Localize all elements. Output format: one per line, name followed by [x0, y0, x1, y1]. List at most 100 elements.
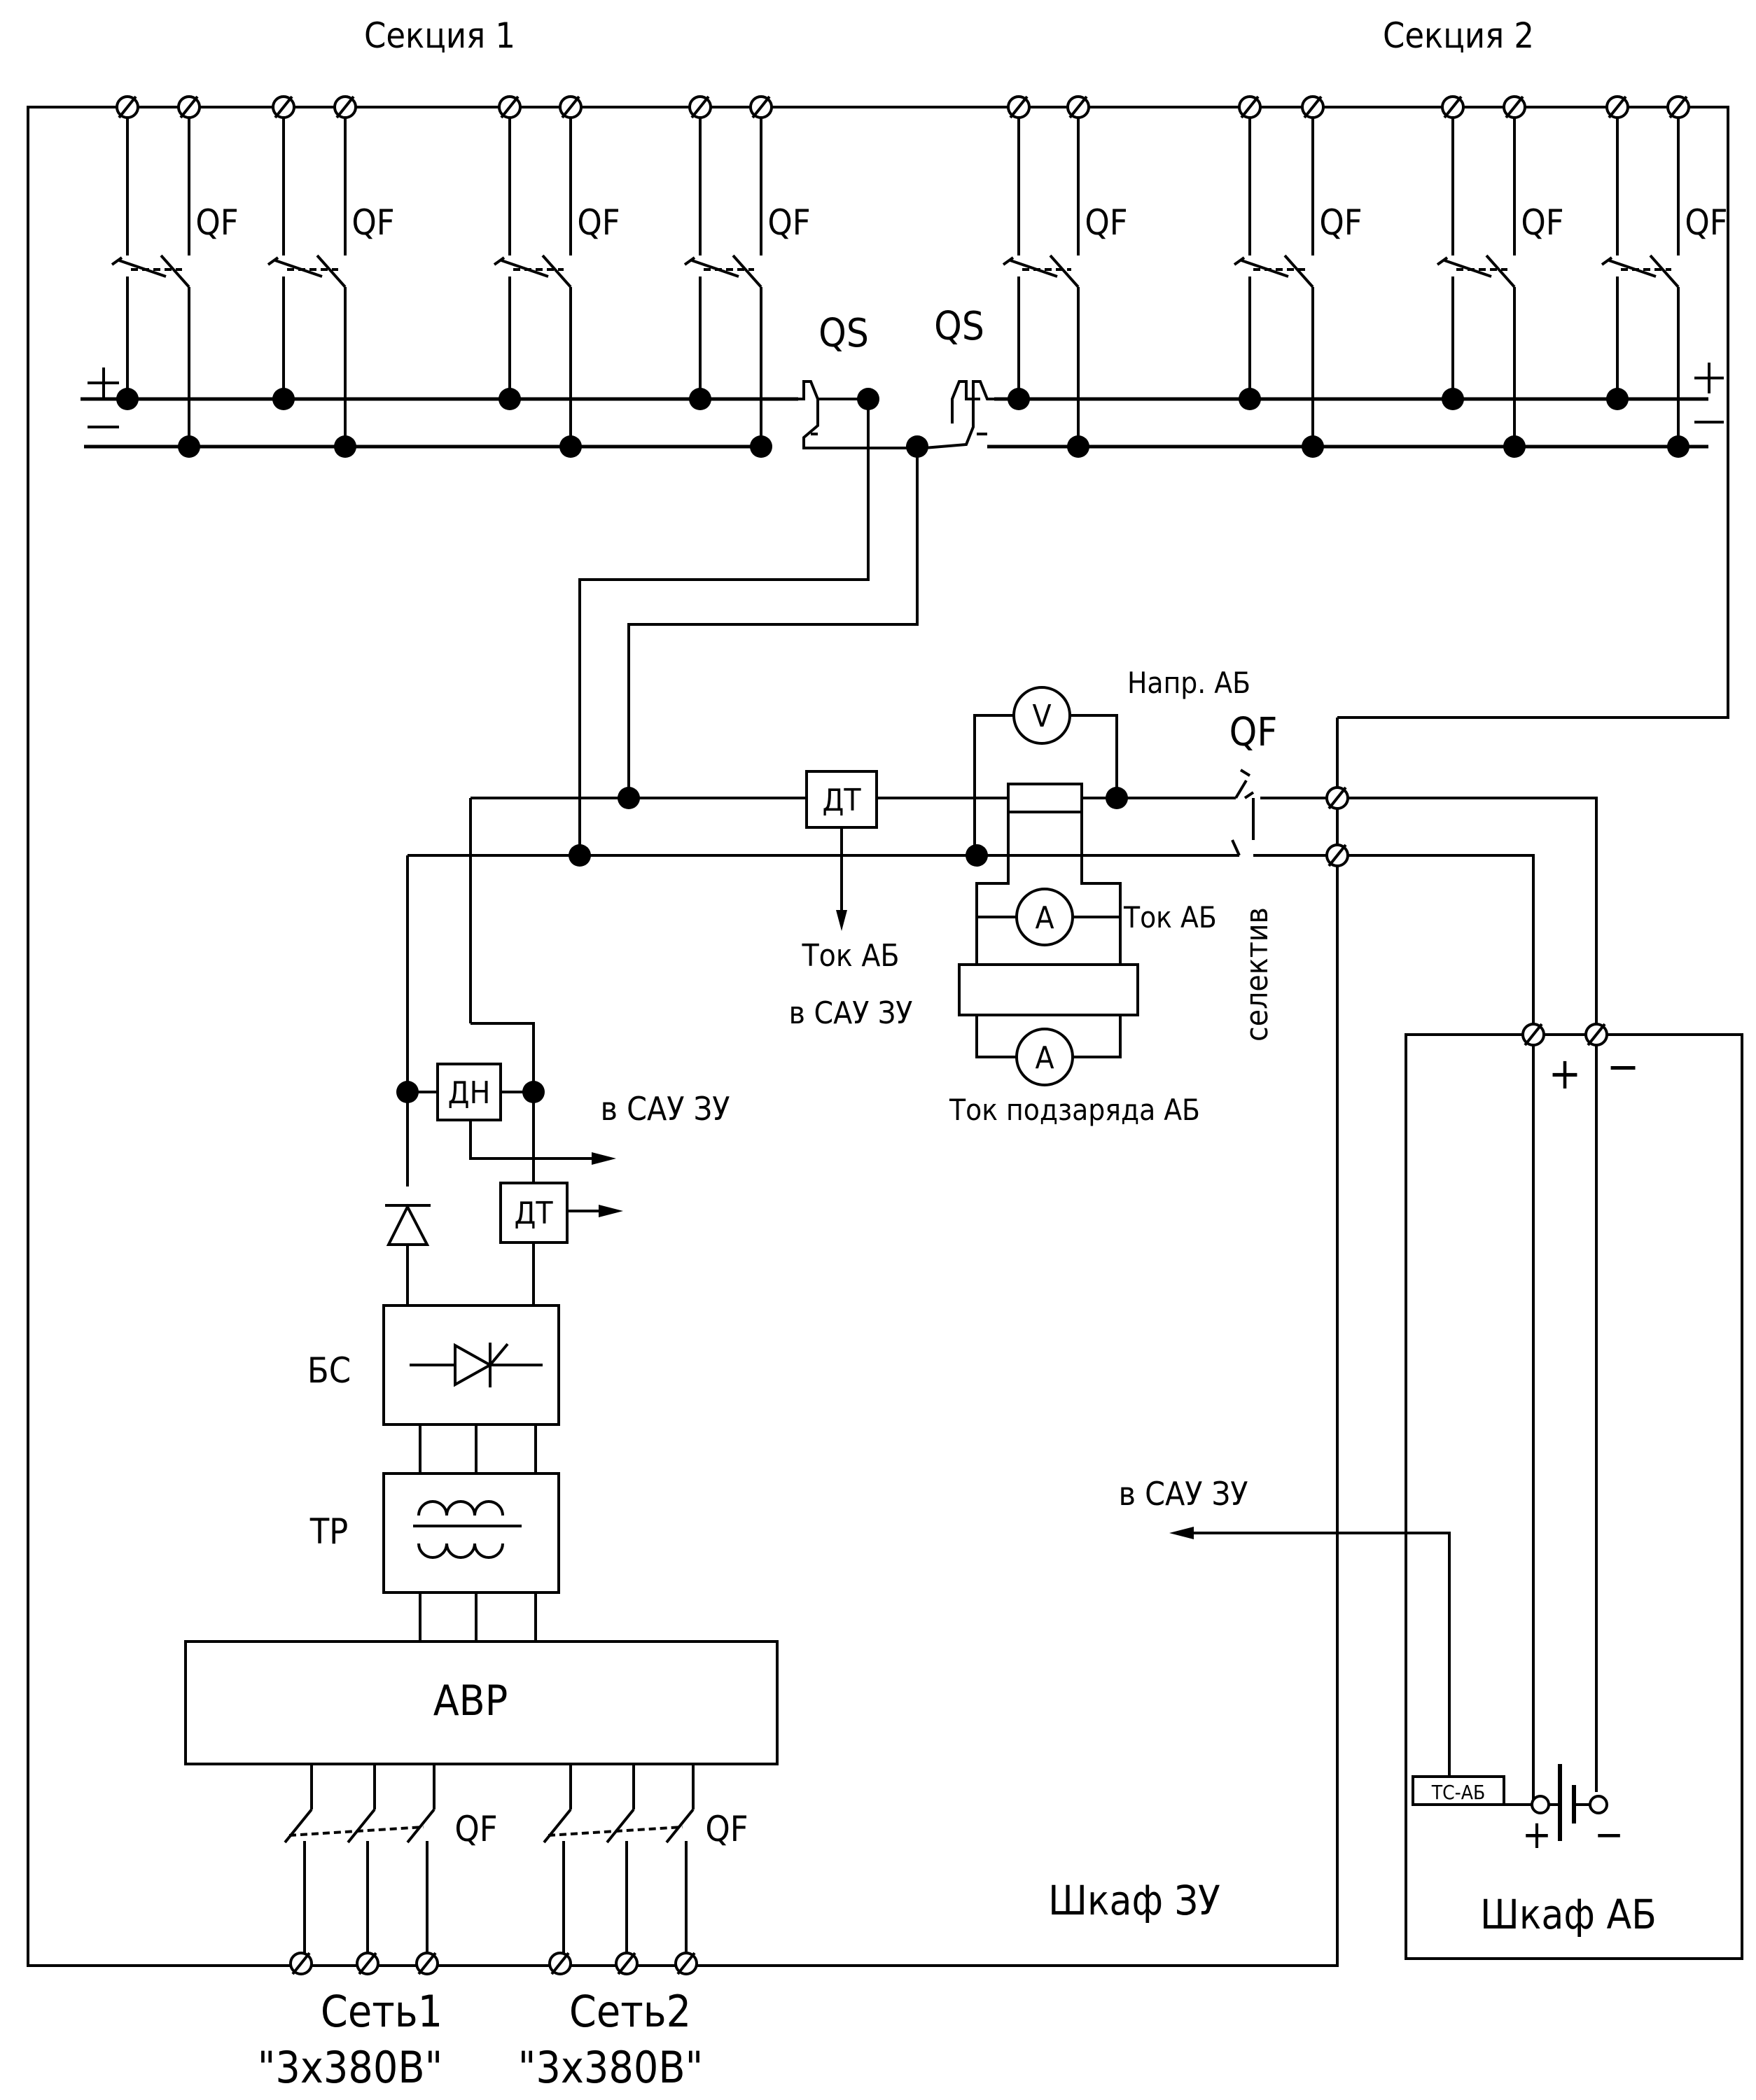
feeder-7-junction-plus [1442, 388, 1464, 410]
feeder-breaker-2: QF [267, 95, 395, 458]
avr-label: АВР [433, 1676, 508, 1726]
ts-ab-sensor [1412, 1775, 1505, 1806]
tok-ab-sau-label-1: Ток АБ [801, 938, 899, 974]
shunt-2 [958, 963, 1139, 1016]
network-1-spec: "3х380В" [258, 2042, 443, 2093]
input-breakers [284, 1764, 698, 1975]
ammeter-ab [1015, 888, 1074, 946]
qs-right-label: QS [934, 304, 984, 349]
feeder-breaker-6: QF [1233, 95, 1363, 458]
lead-plus-to-charger [578, 399, 870, 860]
bus-polarity-left [88, 368, 119, 428]
tok-podzaryada-label: Ток подзаряда АБ [949, 1093, 1200, 1127]
bus-polarity-right [1694, 363, 1724, 424]
battery-plus-sign: + [1522, 1812, 1552, 1858]
network-2-name: Сеть2 [569, 1986, 691, 2037]
feeder-breaker-1: QF [111, 95, 239, 458]
cabinet-ab-label: Шкаф АБ [1480, 1891, 1657, 1938]
qs-left-label: QS [818, 311, 869, 356]
qf-input-2-label: QF [705, 1809, 748, 1849]
shunt [1007, 783, 1083, 813]
voltmeter [1012, 686, 1071, 745]
feeder-7-junction-minus [1503, 435, 1526, 458]
ts-ab-signal [1190, 1532, 1451, 1777]
battery-terminal-plus [1531, 1795, 1550, 1814]
ab-terminal-minus-sign: − [1607, 1041, 1640, 1092]
feeder-2-junction-minus [334, 435, 356, 458]
feeder-6-junction-minus [1302, 435, 1324, 458]
battery-minus-sign: − [1594, 1812, 1624, 1858]
napr-ab-label: Напр. АБ [1127, 666, 1250, 700]
tr-label: ТР [309, 1511, 349, 1552]
bs-label: БС [307, 1350, 351, 1391]
dt-sensor-charger-label: ДТ [514, 1196, 553, 1231]
feeder-5-qf-label: QF [1085, 202, 1127, 243]
cabinet-zu-outline [27, 106, 1729, 1967]
breaker-qf-battery [1231, 769, 1337, 857]
feeder-1-qf-label: QF [195, 202, 238, 243]
dt-sensor-charger [499, 1182, 569, 1244]
ammeter-podzaryad [1015, 1028, 1074, 1086]
network-2-spec: "3х380В" [518, 2042, 703, 2093]
feeder-2-qf-label: QF [351, 202, 394, 243]
dt-sensor-main-label: ДТ [822, 783, 861, 818]
input-breaker-2 [543, 1764, 698, 1975]
tr-block [382, 1472, 560, 1594]
avr-block [184, 1640, 779, 1765]
feeder-breakers: QF QF QF QF QF QF QF QF [111, 95, 1728, 458]
input-breaker-1 [284, 1764, 439, 1975]
feeder-5-junction-minus [1067, 435, 1089, 458]
feeder-4-junction-plus [689, 388, 711, 410]
transformer-icon [413, 1500, 522, 1559]
feeder-8-junction-minus [1667, 435, 1689, 458]
junction-meter-minus [966, 844, 988, 867]
feeder-5-junction-plus [1008, 388, 1030, 410]
cable-plus-ab [1348, 797, 1598, 1035]
feeder-8-junction-plus [1606, 388, 1629, 410]
dn-sensor-label: ДН [448, 1075, 491, 1111]
ab-terminal-plus-sign: + [1549, 1048, 1582, 1099]
feeder-breaker-7: QF [1436, 95, 1564, 458]
selektiv-label: селектив [1239, 907, 1275, 1042]
network-1-name: Сеть1 [321, 1986, 443, 2037]
v-sau-zu-label-2: в САУ ЗУ [1119, 1475, 1248, 1513]
ammeter-podzaryad-symbol: A [1035, 1040, 1054, 1076]
thyristor-icon [410, 1343, 543, 1387]
feeder-1-junction-plus [116, 388, 139, 410]
voltmeter-symbol: V [1032, 699, 1051, 734]
feeder-7-qf-label: QF [1521, 202, 1563, 243]
feeder-breaker-5: QF [1002, 95, 1128, 458]
junction-mid-plus [618, 787, 640, 809]
disconnector-qs-right [924, 380, 994, 449]
feeder-breaker-8: QF [1601, 95, 1728, 458]
tok-ab-sau-label-2: в САУ ЗУ [789, 995, 913, 1031]
junction-mid-minus [569, 844, 591, 867]
lead-minus-to-charger [627, 447, 919, 798]
section-2-title: Секция 2 [1383, 15, 1534, 56]
cabinet-ab-outline [1405, 1033, 1743, 1960]
diode [385, 1203, 431, 1306]
feeder-2-junction-plus [272, 388, 295, 410]
feeder-3-qf-label: QF [577, 202, 620, 243]
v-sau-zu-label-1: в САУ ЗУ [601, 1090, 730, 1128]
feeder-1-junction-minus [178, 435, 200, 458]
qf-input-1-label: QF [454, 1809, 497, 1849]
qf-battery-label: QF [1229, 710, 1278, 755]
feeder-6-junction-plus [1239, 388, 1261, 410]
feeder-4-junction-minus [750, 435, 772, 458]
feeder-breaker-4: QF [683, 95, 811, 458]
battery-terminal-minus [1589, 1795, 1608, 1814]
feeder-3-junction-minus [559, 435, 582, 458]
ts-ab-label: ТС-АБ [1431, 1781, 1486, 1804]
ammeter-ab-symbol: A [1035, 900, 1054, 936]
cable-minus-ab [1348, 854, 1535, 1035]
feeder-6-qf-label: QF [1319, 202, 1362, 243]
tok-ab-label: Ток АБ [1123, 900, 1217, 934]
feeder-breaker-3: QF [493, 95, 620, 458]
feeder-3-junction-plus [499, 388, 521, 410]
cabinet-zu-label: Шкаф ЗУ [1048, 1877, 1220, 1924]
feeder-8-qf-label: QF [1685, 202, 1727, 243]
section-1-title: Секция 1 [364, 15, 515, 56]
feeder-4-qf-label: QF [767, 202, 810, 243]
